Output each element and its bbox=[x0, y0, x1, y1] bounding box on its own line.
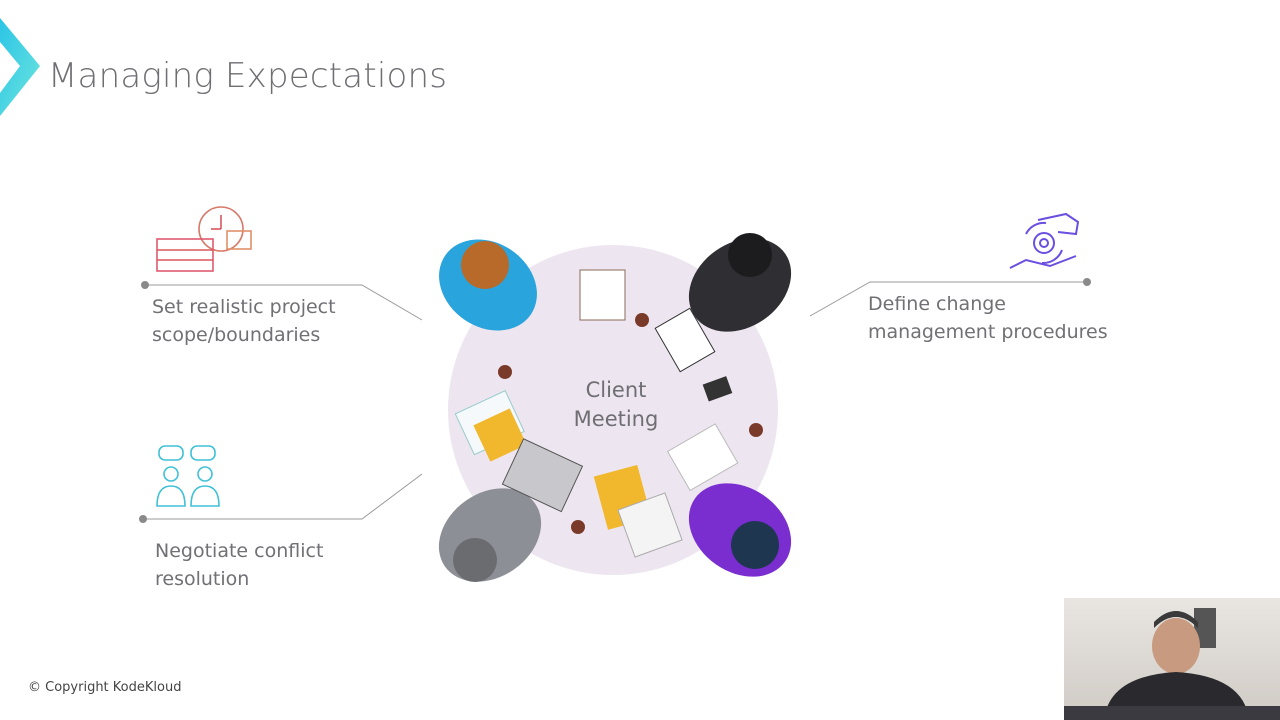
item-line: scope/boundaries bbox=[152, 324, 321, 346]
center-label-line: Meeting bbox=[573, 407, 659, 431]
hands-gear-cycle-icon bbox=[1009, 212, 1080, 269]
presenter-silhouette bbox=[1064, 608, 1280, 720]
item-set-scope: Set realistic project scope/boundaries bbox=[152, 293, 336, 349]
person-top-left bbox=[439, 239, 537, 331]
client-meeting-illustration bbox=[438, 233, 792, 582]
copyright: © Copyright KodeKloud bbox=[28, 680, 182, 695]
item-line: Define change bbox=[868, 293, 1006, 315]
kodekloud-chevron-logo bbox=[0, 18, 40, 116]
item-line: resolution bbox=[155, 568, 250, 590]
item-change-management: Define change management procedures bbox=[868, 290, 1108, 346]
person-bottom-left bbox=[438, 488, 542, 582]
presenter-webcam bbox=[1064, 598, 1280, 720]
fence-clock-briefcase-icon bbox=[156, 206, 252, 272]
slide-title: Managing Expectations bbox=[48, 56, 448, 96]
item-line: Set realistic project bbox=[152, 296, 336, 318]
two-people-chat-icon bbox=[156, 445, 220, 507]
item-line: management procedures bbox=[868, 321, 1108, 343]
item-conflict-resolution: Negotiate conflict resolution bbox=[155, 537, 323, 593]
center-label: Client Meeting bbox=[556, 376, 676, 434]
center-label-line: Client bbox=[585, 378, 647, 402]
person-top-right bbox=[688, 233, 792, 332]
person-bottom-right bbox=[688, 483, 792, 577]
item-line: Negotiate conflict bbox=[155, 540, 324, 562]
